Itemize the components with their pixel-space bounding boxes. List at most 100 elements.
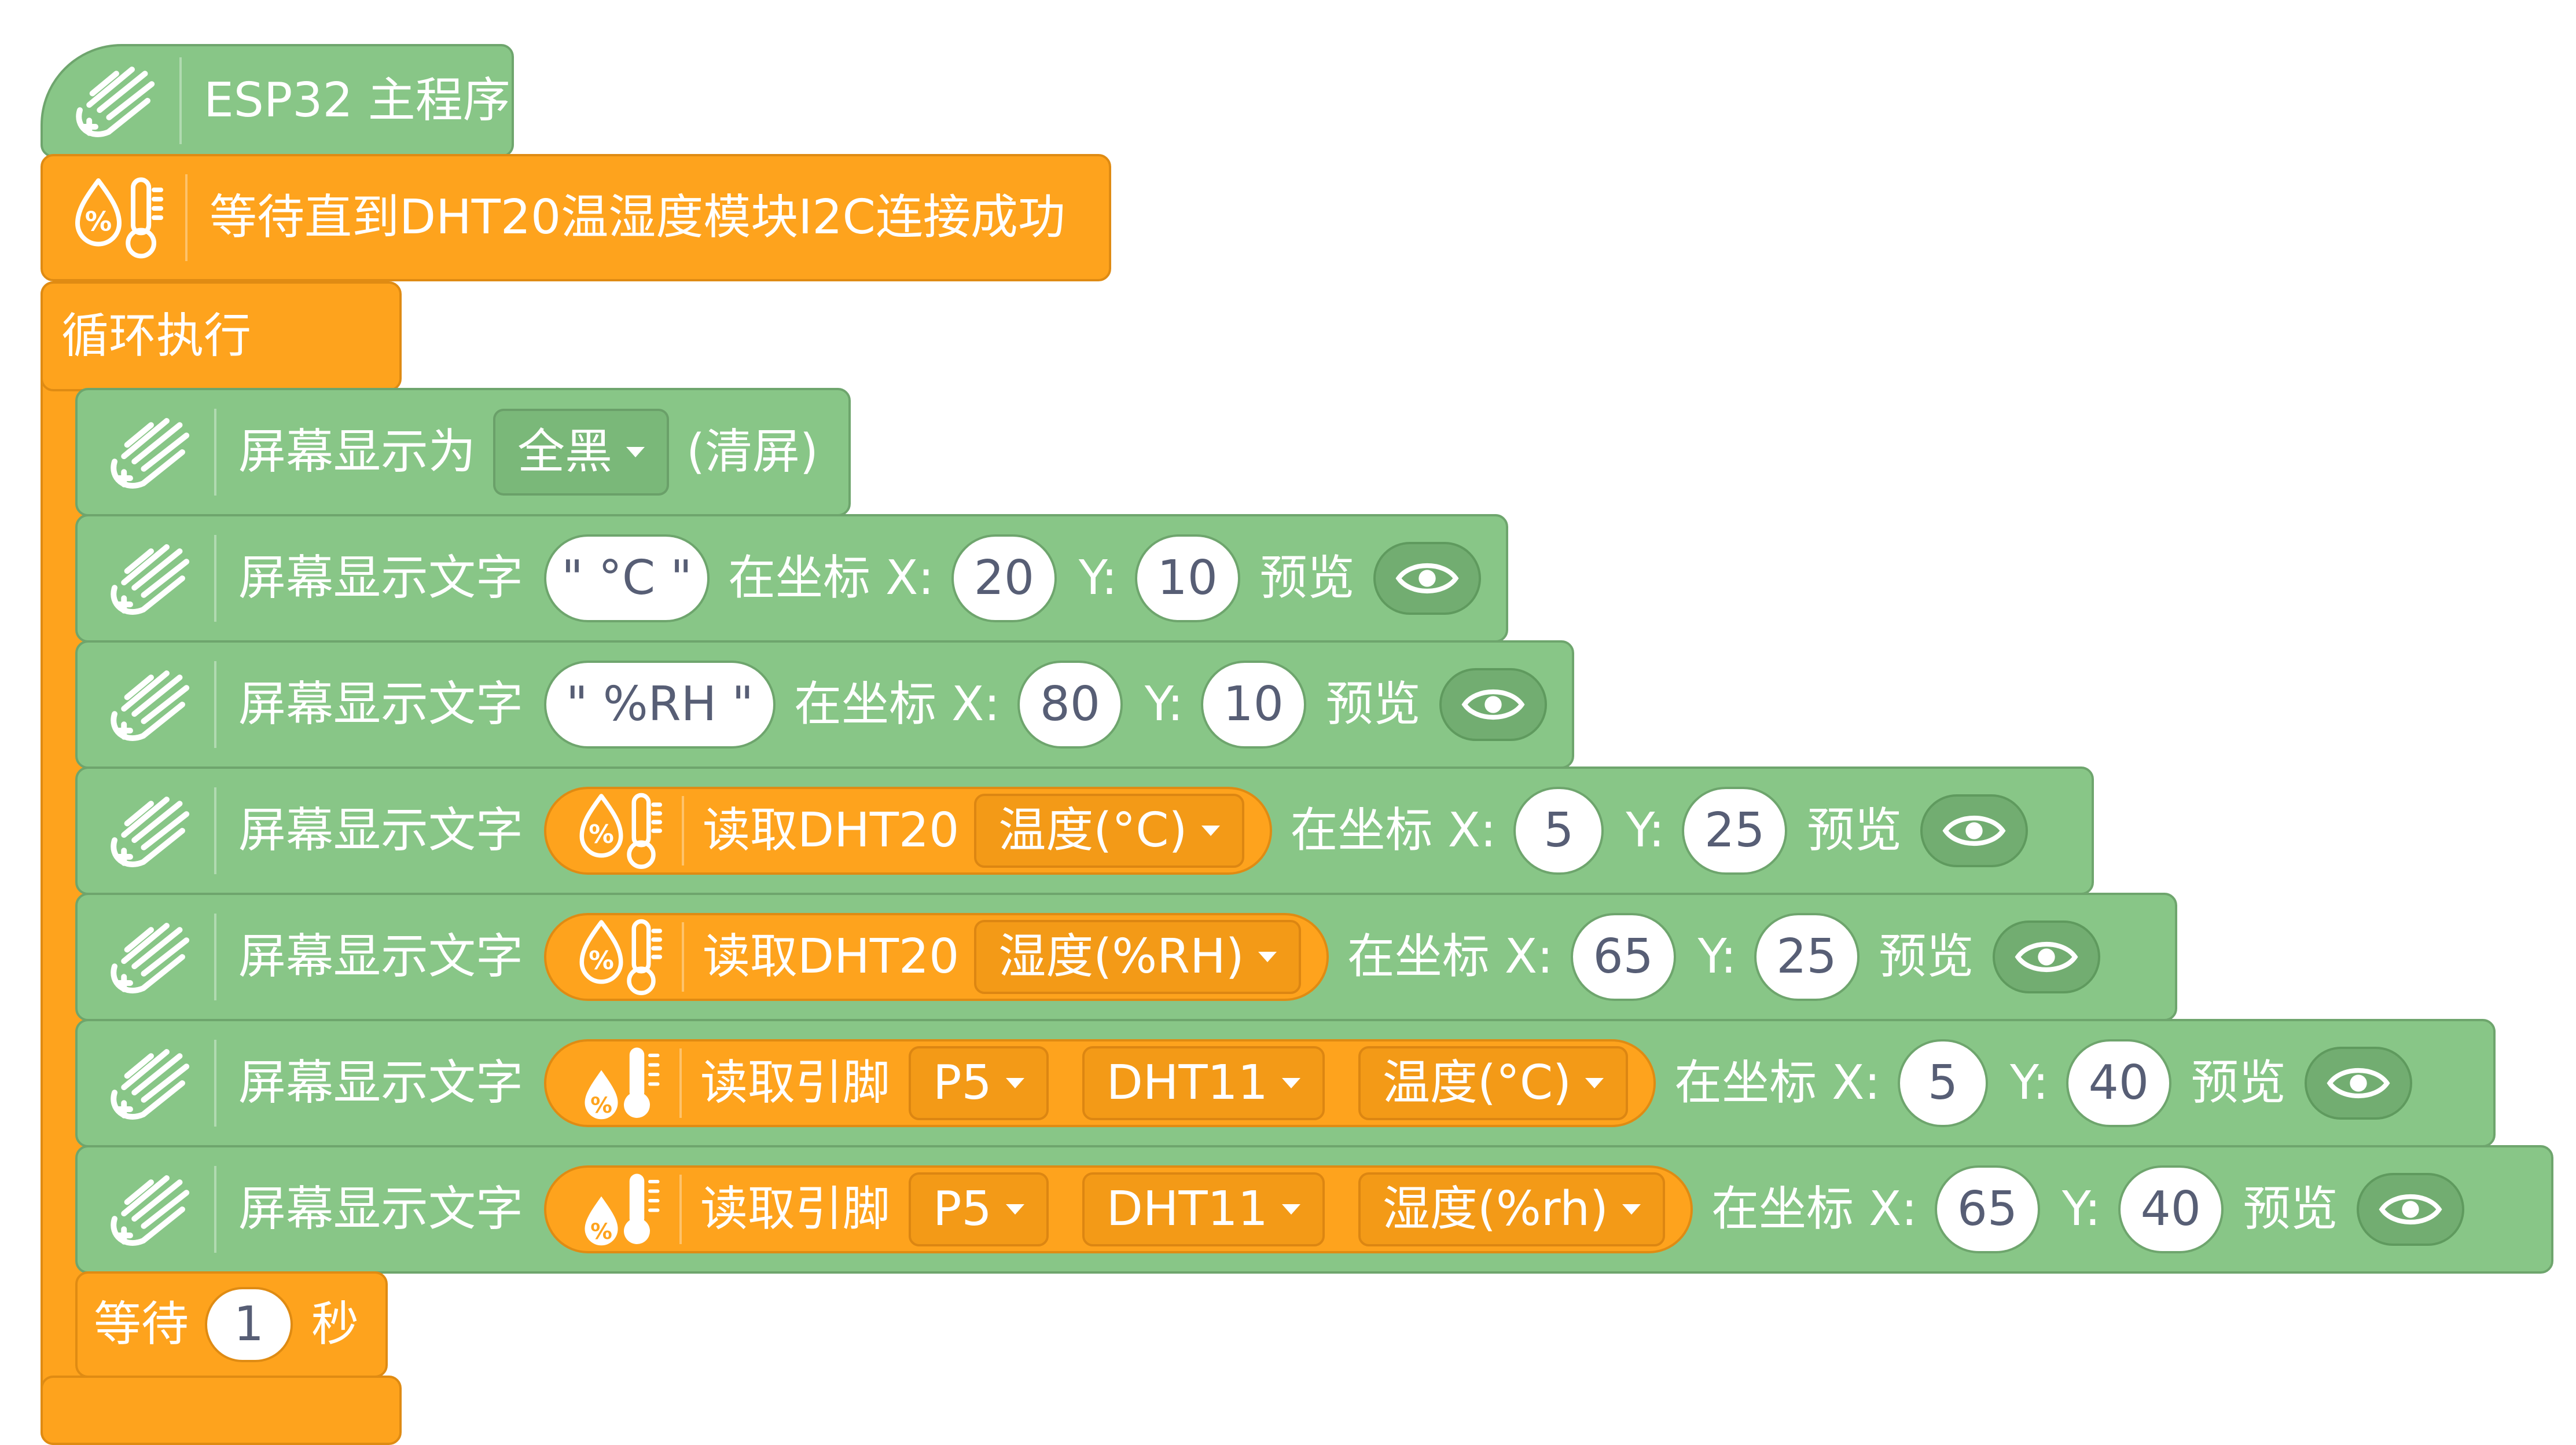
coord-x-input[interactable]: 5 [1898,1039,1989,1127]
coord-x-input[interactable]: 5 [1513,787,1604,875]
coord-x-label: 在坐标 X: [1347,929,1553,984]
preview-toggle[interactable] [2304,1047,2412,1120]
wait-dht20-label: 等待直到DHT20温湿度模块I2C连接成功 [210,190,1065,245]
dht11-measure-value: 温度(°C) [1382,1055,1572,1110]
text-block-label: 屏幕显示文字 [238,929,524,984]
text-block-label: 屏幕显示文字 [238,677,524,732]
screen-text-block-2[interactable]: 屏幕显示文字 " %RH " 在坐标 X: 80 Y: 10 预览 [75,640,1574,769]
display-block-icon [94,400,198,504]
text-block-label: 屏幕显示文字 [238,551,524,606]
dht11-measure-value: 湿度(%rh) [1382,1182,1609,1237]
eye-icon [1942,809,2006,852]
fill-color-value: 全黑 [517,424,613,479]
pin-value: P5 [933,1055,992,1110]
text-block-label: 屏幕显示文字 [238,1055,524,1110]
droplet-thermometer-icon [569,1166,668,1253]
coord-x-label: 在坐标 X: [794,677,1000,732]
coord-y-label: Y: [2061,1182,2101,1237]
dht20-measure-value: 温度(°C) [998,803,1188,858]
coord-x-input[interactable]: 80 [1017,661,1123,749]
eye-icon [2015,936,2078,978]
preview-toggle[interactable] [1439,668,1547,741]
coord-y-input[interactable]: 40 [2066,1039,2171,1127]
loop-block-header[interactable]: 循环执行 [41,281,402,391]
chevron-down-icon [1201,826,1220,836]
chevron-down-icon [1005,1078,1024,1088]
eye-icon [2379,1188,2442,1231]
wait-dht20-connected-block[interactable]: 等待直到DHT20温湿度模块I2C连接成功 [41,154,1111,281]
chevron-down-icon [1585,1078,1604,1088]
screen-text-block-1[interactable]: 屏幕显示文字 " °C " 在坐标 X: 20 Y: 10 预览 [75,514,1508,643]
dht20-read-reporter[interactable]: 读取DHT20 湿度(%RH) [544,913,1329,1001]
display-block-icon [94,652,198,757]
coord-y-label: Y: [2010,1055,2049,1110]
sensor-type-dropdown[interactable]: DHT11 [1082,1046,1325,1120]
dht11-measure-dropdown[interactable]: 温度(°C) [1358,1046,1629,1120]
preview-label: 预览 [1325,677,1421,732]
coord-y-label: Y: [1697,929,1737,984]
chevron-down-icon [1258,952,1277,962]
preview-label: 预览 [1807,803,1902,858]
display-block-icon [94,779,198,883]
eye-icon [1461,683,1525,726]
coord-y-input[interactable]: 25 [1754,913,1860,1001]
preview-label: 预览 [2243,1182,2338,1237]
sensor-type-value: DHT11 [1106,1055,1268,1110]
pin-dropdown[interactable]: P5 [909,1172,1049,1246]
loop-block-footer[interactable] [41,1376,402,1445]
preview-label: 预览 [2191,1055,2286,1110]
coord-y-label: Y: [1078,551,1118,606]
display-block-icon [94,905,198,1009]
coord-x-input[interactable]: 20 [951,534,1057,622]
screen-text-block-6[interactable]: 屏幕显示文字 读取引脚 P5 DHT11 湿度(%rh) 在坐标 X: [75,1145,2553,1274]
wait-seconds-input[interactable]: 1 [205,1287,293,1362]
coord-x-input[interactable]: 65 [1934,1165,2040,1253]
coord-y-input[interactable]: 25 [1682,787,1788,875]
fill-suffix: (清屏) [686,424,819,479]
loop-label: 循环执行 [61,309,252,364]
coord-x-label: 在坐标 X: [1711,1182,1917,1237]
coord-y-label: Y: [1626,803,1665,858]
humidity-thermometer-icon [65,171,169,264]
display-block-icon [94,526,198,630]
text-string-input[interactable]: " °C " [544,534,710,622]
dht11-measure-dropdown[interactable]: 湿度(%rh) [1358,1172,1666,1246]
dht20-measure-dropdown[interactable]: 温度(°C) [974,794,1244,868]
sensor-type-dropdown[interactable]: DHT11 [1082,1172,1325,1246]
dht20-measure-value: 湿度(%RH) [998,929,1244,984]
coord-x-label: 在坐标 X: [1290,803,1497,858]
preview-label: 预览 [1259,551,1355,606]
text-block-label: 屏幕显示文字 [238,1182,524,1237]
dht11-read-reporter[interactable]: 读取引脚 P5 DHT11 湿度(%rh) [544,1165,1693,1253]
dht20-read-reporter[interactable]: 读取DHT20 温度(°C) [544,787,1272,875]
esp32-main-hat-block[interactable]: ESP32 主程序 [41,44,514,157]
fill-label: 屏幕显示为 [238,424,476,479]
coord-y-input[interactable]: 40 [2118,1165,2224,1253]
eye-icon [1395,557,1459,600]
hat-label: ESP32 主程序 [204,73,510,128]
text-string-input[interactable]: " %RH " [544,661,776,749]
screen-text-block-3[interactable]: 屏幕显示文字 读取DHT20 温度(°C) 在坐标 X: 5 Y: 25 预览 [75,766,2094,895]
wait-unit-label: 秒 [311,1297,359,1352]
screen-fill-block[interactable]: 屏幕显示为 全黑 (清屏) [75,388,851,516]
wait-seconds-block[interactable]: 等待 1 秒 [75,1271,388,1378]
coord-y-input[interactable]: 10 [1134,534,1240,622]
chevron-down-icon [1281,1078,1300,1088]
preview-toggle[interactable] [1920,794,2029,867]
dht20-measure-dropdown[interactable]: 湿度(%RH) [974,920,1301,994]
preview-toggle[interactable] [1373,542,1481,615]
preview-toggle[interactable] [1992,920,2100,993]
screen-text-block-4[interactable]: 屏幕显示文字 读取DHT20 湿度(%RH) 在坐标 X: 65 Y: 25 预… [75,893,2177,1021]
coord-y-label: Y: [1144,677,1184,732]
droplet-thermometer-icon [569,1040,668,1127]
dht11-read-reporter[interactable]: 读取引脚 P5 DHT11 温度(°C) [544,1039,1656,1127]
fill-color-dropdown[interactable]: 全黑 [493,409,670,496]
screen-text-block-5[interactable]: 屏幕显示文字 读取引脚 P5 DHT11 温度(°C) 在坐标 X: [75,1019,2496,1147]
preview-toggle[interactable] [2356,1173,2464,1246]
sensor-type-value: DHT11 [1106,1182,1268,1237]
text-block-label: 屏幕显示文字 [238,803,524,858]
coord-x-input[interactable]: 65 [1570,913,1676,1001]
coord-y-input[interactable]: 10 [1200,661,1306,749]
pin-dropdown[interactable]: P5 [909,1046,1049,1120]
